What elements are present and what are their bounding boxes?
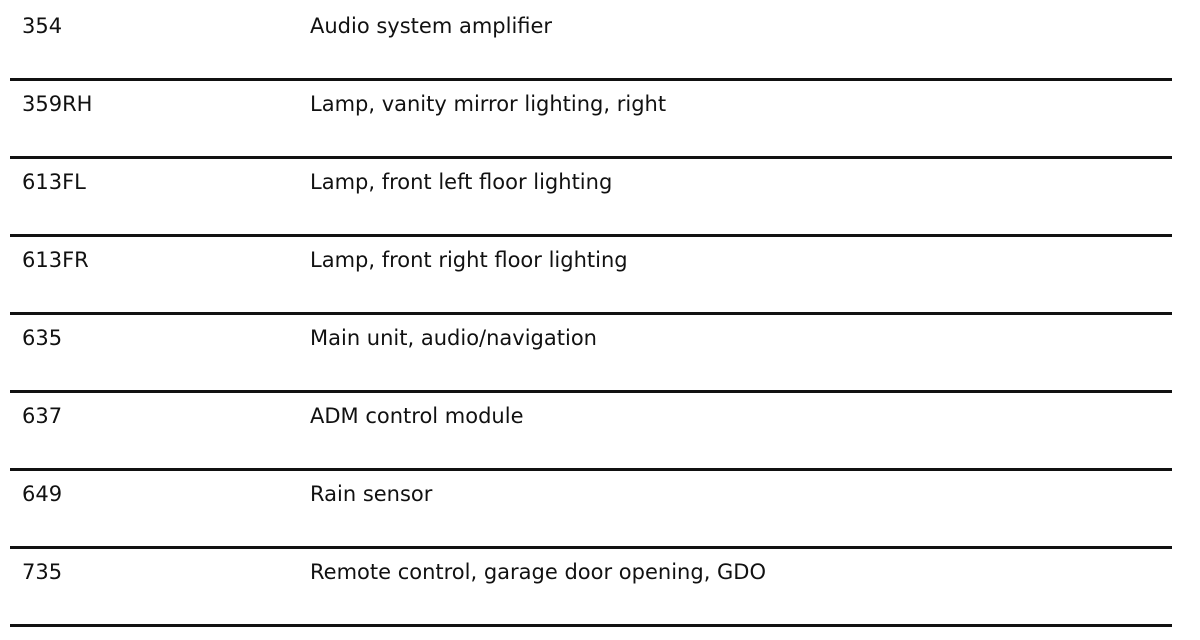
component-code: 613FR [22, 248, 89, 272]
component-code: 649 [22, 482, 63, 506]
component-code: 613FL [22, 170, 86, 194]
component-description: Lamp, front right floor lighting [310, 248, 628, 272]
table-row: 735 Remote control, garage door opening,… [10, 549, 1172, 627]
component-description: Lamp, vanity mirror lighting, right [310, 92, 667, 116]
component-description: Remote control, garage door opening, GDO [310, 560, 767, 584]
component-description: Rain sensor [310, 482, 433, 506]
table-row: 354 Audio system amplifier [10, 3, 1172, 81]
component-description: Audio system amplifier [310, 14, 553, 38]
table-row: 613FL Lamp, front left floor lighting [10, 159, 1172, 237]
table-row: 613FR Lamp, front right floor lighting [10, 237, 1172, 315]
component-description: Lamp, front left floor lighting [310, 170, 613, 194]
component-description: Main unit, audio/navigation [310, 326, 597, 350]
component-description: ADM control module [310, 404, 524, 428]
component-code: 635 [22, 326, 63, 350]
table-row: 635 Main unit, audio/navigation [10, 315, 1172, 393]
component-code: 637 [22, 404, 63, 428]
component-code: 359RH [22, 92, 93, 116]
component-code: 354 [22, 14, 63, 38]
component-table: 354 Audio system amplifier 359RH Lamp, v… [10, 3, 1172, 627]
table-row: 359RH Lamp, vanity mirror lighting, righ… [10, 81, 1172, 159]
table-row: 649 Rain sensor [10, 471, 1172, 549]
component-code: 735 [22, 560, 63, 584]
table-row: 637 ADM control module [10, 393, 1172, 471]
